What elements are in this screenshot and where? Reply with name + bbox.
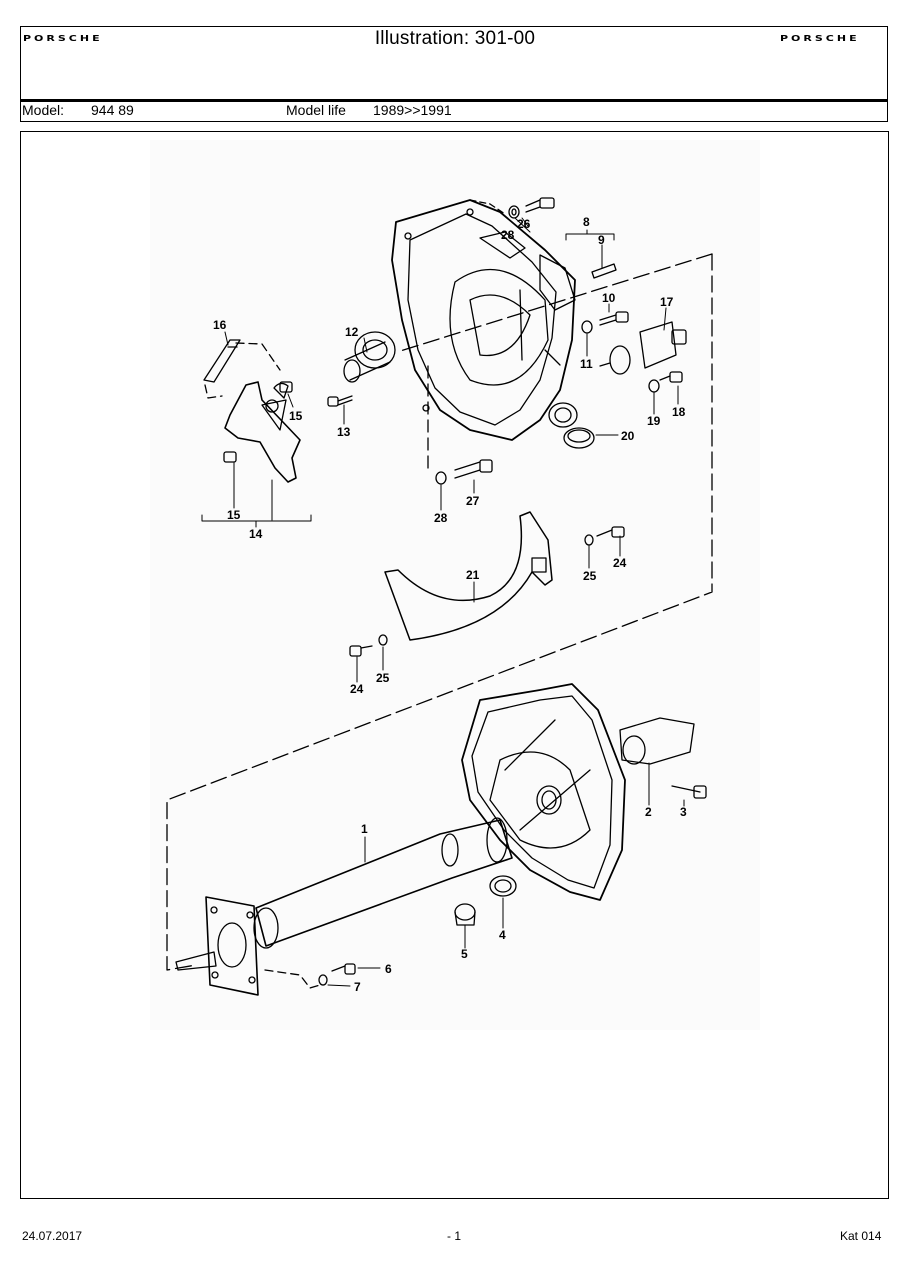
callout-12: 12 xyxy=(345,325,359,339)
exploded-parts-diagram: 1 2 3 4 5 6 7 8 9 10 11 12 13 14 15 15 1… xyxy=(166,197,713,996)
callout-13: 13 xyxy=(337,425,351,439)
bolt-27 xyxy=(435,459,493,485)
bolt-24-right xyxy=(584,526,625,546)
callout-25-left: 25 xyxy=(376,671,390,685)
callout-8: 8 xyxy=(583,215,590,229)
footer-page-number: - 1 xyxy=(447,1229,462,1243)
footer-catalog: Kat 014 xyxy=(840,1229,882,1243)
seal-ring xyxy=(563,427,595,449)
callout-20: 20 xyxy=(621,429,635,443)
shaft-tube xyxy=(253,817,513,949)
callout-14: 14 xyxy=(249,527,263,541)
callout-15-right: 15 xyxy=(289,409,303,423)
footer-date: 24.07.2017 xyxy=(22,1229,83,1243)
bolt-6 xyxy=(318,963,356,986)
plug-5 xyxy=(454,903,476,926)
callout-19: 19 xyxy=(647,414,661,428)
callout-26: 26 xyxy=(517,217,531,231)
leader-lines xyxy=(201,217,685,987)
callout-24-left: 24 xyxy=(350,682,364,696)
callout-10: 10 xyxy=(602,291,616,305)
model-value: 944 89 xyxy=(91,102,134,118)
callout-1: 1 xyxy=(361,822,368,836)
flange-plate xyxy=(175,896,259,996)
callout-25-right: 25 xyxy=(583,569,597,583)
bolt-26 xyxy=(508,197,555,219)
callout-11: 11 xyxy=(580,357,593,371)
plug-4 xyxy=(489,875,517,897)
callout-5: 5 xyxy=(461,947,468,961)
slave-cylinder xyxy=(581,263,687,393)
callout-7: 7 xyxy=(354,980,361,994)
assembly-boundary xyxy=(166,253,713,971)
illustration-background xyxy=(150,140,760,1030)
callout-24-right: 24 xyxy=(613,556,627,570)
pin-dash xyxy=(204,342,281,399)
callout-18: 18 xyxy=(672,405,686,419)
transaxle-housing xyxy=(461,683,626,901)
page-title: Illustration: 301-00 xyxy=(374,28,536,49)
guide-sleeve xyxy=(343,331,396,383)
callout-4: 4 xyxy=(499,928,506,942)
model-life-label: Model life xyxy=(286,102,346,118)
header-box xyxy=(20,26,888,122)
callout-17: 17 xyxy=(660,295,674,309)
model-label: Model: xyxy=(22,102,65,118)
illustration-frame xyxy=(20,131,889,1199)
callout-2: 2 xyxy=(645,805,652,819)
header-rule xyxy=(20,99,888,102)
bell-housing-upper xyxy=(391,199,578,441)
pin xyxy=(203,339,241,383)
cover-plate xyxy=(384,511,553,641)
callout-21: 21 xyxy=(466,568,480,582)
callout-28-bottom: 28 xyxy=(434,511,448,525)
model-life-value: 1989>>1991 xyxy=(373,102,452,118)
brand-logo-right: PORSCHE xyxy=(780,34,860,44)
bolt-24-left xyxy=(349,634,388,657)
clamp xyxy=(619,717,707,799)
bolt-13 xyxy=(327,395,353,407)
release-fork xyxy=(223,381,301,483)
callout-15-left: 15 xyxy=(227,508,241,522)
callout-6: 6 xyxy=(385,962,392,976)
callout-16: 16 xyxy=(213,318,227,332)
callout-27: 27 xyxy=(466,494,480,508)
callout-9: 9 xyxy=(598,233,605,247)
callout-3: 3 xyxy=(680,805,687,819)
brand-logo-left: PORSCHE xyxy=(23,34,103,44)
callout-28-top: 28 xyxy=(501,228,515,242)
